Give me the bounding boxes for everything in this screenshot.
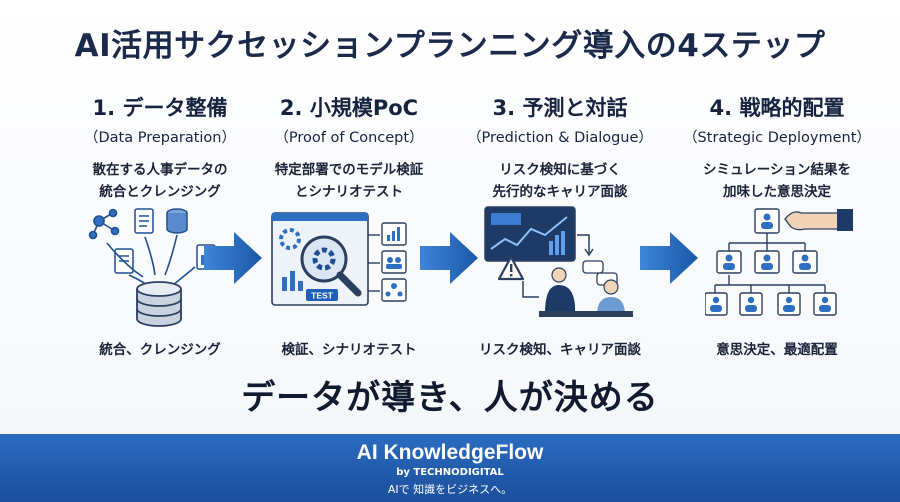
slogan: データが導き、人が決める	[241, 378, 659, 418]
step-4-desc-line1: シミュレーション結果を	[703, 162, 851, 178]
brand-byline: by TECHNODIGITAL	[396, 467, 504, 478]
step-1-caption: 統合、クレンジング	[99, 342, 221, 358]
step-2: 2. 小規模PoC （Proof of Concept） 特定部署でのモデル検証…	[244, 92, 454, 203]
step-4-description: シミュレーション結果を 加味した意思決定	[672, 159, 882, 203]
step-2-desc-line1: 特定部署でのモデル検証	[274, 162, 424, 178]
step-4-title: 4. 戦略的配置	[709, 96, 845, 120]
arrow-right-icon	[420, 232, 478, 284]
step-1-title: 1. データ整備	[92, 96, 228, 120]
brand-tagline: AIで 知識をビジネスへ。	[387, 483, 513, 496]
step-3-description: リスク検知に基づく 先行的なキャリア面談	[455, 159, 665, 203]
brand-name: AI KnowledgeFlow	[356, 441, 544, 464]
test-badge: TEST	[311, 291, 334, 301]
step-3-title: 3. 予測と対話	[492, 96, 628, 120]
step-1-subtitle: （Data Preparation）	[84, 130, 236, 146]
step-3-desc-line2: 先行的なキャリア面談	[492, 184, 628, 200]
step-3-subtitle: （Prediction & Dialogue）	[467, 130, 653, 146]
page-title: AI活用サクセッションプランニング導入の4ステップ	[74, 28, 826, 64]
step-4-caption: 意思決定、最適配置	[716, 342, 838, 358]
arrow-right-icon	[640, 232, 698, 284]
step-2-title: 2. 小規模PoC	[279, 96, 419, 120]
step-3-caption: リスク検知、キャリア面談	[479, 342, 641, 358]
step-3: 3. 予測と対話 （Prediction & Dialogue） リスク検知に基…	[455, 92, 665, 203]
step-2-desc-line2: とシナリオテスト	[295, 184, 403, 200]
step-4-subtitle: （Strategic Deployment）	[683, 130, 871, 146]
step-1: 1. データ整備 （Data Preparation） 散在する人事データの 統…	[55, 92, 265, 203]
step-4-desc-line2: 加味した意思決定	[723, 184, 831, 200]
magnifier-gear-icon: TEST	[271, 212, 407, 306]
step-2-caption: 検証、シナリオテスト	[281, 342, 417, 358]
step-1-desc-line1: 散在する人事データの	[92, 162, 228, 178]
step-3-desc-line1: リスク検知に基づく	[499, 162, 621, 178]
arrow-right-icon	[204, 232, 262, 284]
step-1-desc-line2: 統合とクレンジング	[99, 184, 221, 200]
step-2-description: 特定部署でのモデル検証 とシナリオテスト	[244, 159, 454, 203]
step-4: 4. 戦略的配置 （Strategic Deployment） シミュレーション…	[672, 92, 882, 203]
footer-banner: AI KnowledgeFlow by TECHNODIGITAL AIで 知識…	[0, 434, 900, 502]
step-1-description: 散在する人事データの 統合とクレンジング	[55, 159, 265, 203]
org-chart-icon	[705, 208, 853, 316]
dashboard-meeting-icon	[484, 206, 633, 317]
step-2-subtitle: （Proof of Concept）	[274, 130, 424, 146]
